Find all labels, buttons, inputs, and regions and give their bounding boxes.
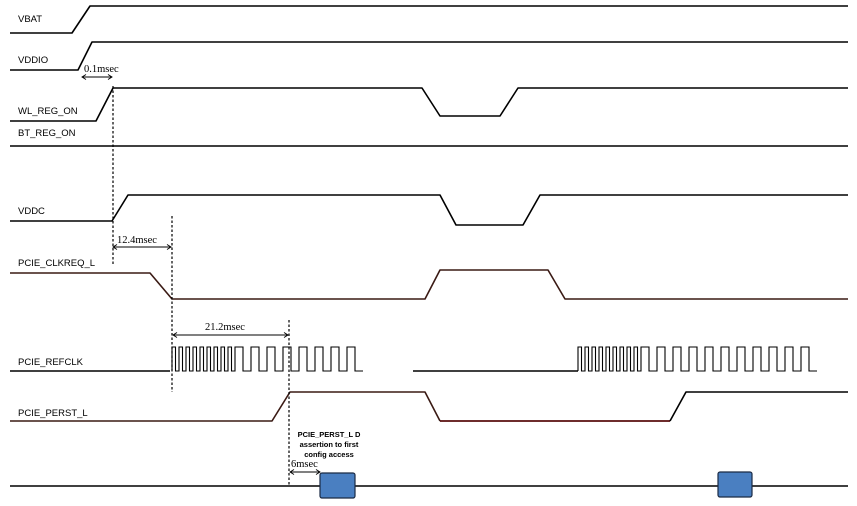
timing-0-1msec: 0.1msec xyxy=(81,64,119,80)
waveform-pcie-refclk xyxy=(10,346,817,372)
annotation-line-1: PCIE_PERST_L D xyxy=(298,430,361,439)
timing-label-21-2msec: 21.2msec xyxy=(205,322,245,333)
label-pcie-refclk: PCIE_REFCLK xyxy=(18,357,84,368)
waveform-vddio xyxy=(10,41,848,71)
timing-label-12-4msec: 12.4msec xyxy=(117,235,157,246)
waveform-pcie-perst-l xyxy=(10,391,848,422)
annotation-line-2: assertion to first xyxy=(300,440,359,449)
timing-label-6msec: 6msec xyxy=(291,459,318,470)
annotation-line-3: config access xyxy=(304,450,354,459)
waveform-wl-reg-on xyxy=(10,87,848,122)
clock-burst-1 xyxy=(171,346,363,372)
perst-annotation: PCIE_PERST_L D assertion to first config… xyxy=(298,430,361,459)
timing-label-0-1msec: 0.1msec xyxy=(84,64,119,75)
label-pcie-clkreq-l: PCIE_CLKREQ_L xyxy=(18,258,95,269)
label-pcie-perst-l: PCIE_PERST_L xyxy=(18,408,88,419)
label-vddc: VDDC xyxy=(18,206,45,217)
clock-burst-2 xyxy=(577,346,817,372)
label-vbat: VBAT xyxy=(18,14,42,25)
timing-6msec: 6msec xyxy=(289,459,321,475)
timing-21-2msec: 21.2msec xyxy=(172,322,289,338)
label-bt-reg-on: BT_REG_ON xyxy=(18,128,76,139)
label-wl-reg-on: WL_REG_ON xyxy=(18,106,78,117)
timing-12-4msec: 12.4msec xyxy=(112,235,172,250)
config-access-block-1 xyxy=(319,472,356,499)
config-access-block-2 xyxy=(717,471,753,498)
waveform-pcie-clkreq-l xyxy=(10,269,848,300)
label-vddio: VDDIO xyxy=(18,55,48,66)
waveform-vbat xyxy=(10,5,848,34)
waveform-vddc xyxy=(10,194,848,226)
